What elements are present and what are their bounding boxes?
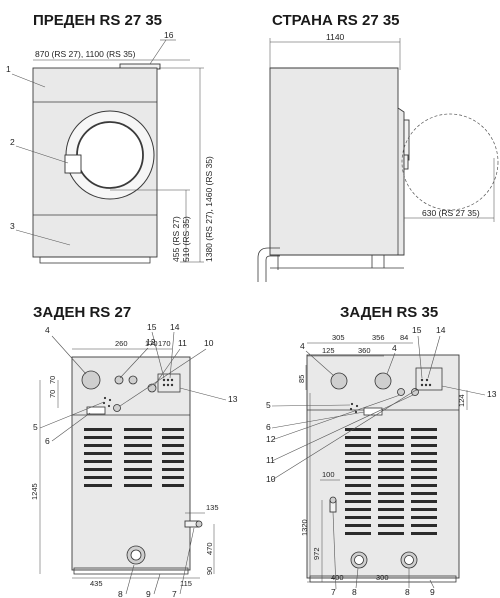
front-base [39, 256, 151, 264]
back35-callout-14: 14 [436, 325, 446, 335]
back27-dim-470: 470 [205, 542, 214, 555]
back35-callout-15: 15 [412, 325, 422, 335]
front-door-glass [76, 121, 144, 189]
back27-body [71, 356, 191, 571]
back35-body [306, 354, 460, 579]
back35-callout-9: 9 [430, 587, 435, 597]
back35-dim-1320: 1320 [300, 519, 309, 536]
back35-callout-10: 10 [266, 474, 276, 484]
back35-callout-5: 5 [266, 400, 271, 410]
back35-dim-972: 972 [312, 547, 321, 560]
back27-callout-15: 15 [147, 322, 157, 332]
back35-dim-84: 84 [400, 333, 408, 342]
back27-dim-170a: 170 [145, 339, 158, 348]
back27-title: ЗАДЕН RS 27 [33, 304, 131, 321]
back27-callout-4: 4 [45, 325, 50, 335]
back27-callout-10: 10 [204, 338, 214, 348]
door-handle [64, 154, 82, 174]
callout-2: 2 [10, 137, 15, 147]
back27-terminal-box [157, 373, 181, 393]
front-view: ПРЕДЕН RS 27 35 870 (RS 27), 1100 (RS 35… [6, 12, 214, 264]
back27-callout-9: 9 [146, 589, 151, 598]
back35-callout-13: 13 [487, 389, 497, 399]
side-door-dim: 630 (RS 27 35) [422, 208, 480, 218]
callout-1: 1 [6, 64, 11, 74]
front-door-dim-b: 510 (RS 35) [181, 216, 191, 262]
back35-vents [345, 428, 437, 535]
back-view-rs27: ЗАДЕН RS 27 [30, 304, 238, 598]
back27-dim-260: 260 [115, 339, 128, 348]
back35-callout-7: 7 [331, 587, 336, 597]
back35-inlet-4b [374, 372, 392, 390]
back27-vents [84, 428, 184, 487]
front-height-dim: 1380 (RS 27), 1460 (RS 35) [204, 156, 214, 262]
callout-3: 3 [10, 221, 15, 231]
back27-callout-14: 14 [170, 322, 180, 332]
back35-dim-300: 300 [376, 573, 389, 582]
back27-dim-70a: 70 [48, 390, 57, 398]
back27-dim-70b: 70 [48, 376, 57, 384]
front-width-dim: 870 (RS 27), 1100 (RS 35) [35, 49, 136, 59]
back27-dim-435: 435 [90, 579, 103, 588]
side-drain-pipe [257, 247, 280, 282]
side-view: СТРАНА RS 27 35 1140 630 (RS 27 35) [257, 12, 499, 282]
back35-callout-6: 6 [266, 422, 271, 432]
back35-dim-124: 124 [457, 394, 466, 407]
side-depth-dim: 1140 [326, 32, 345, 42]
back27-inlet-4 [81, 370, 101, 390]
back27-dim-170b: 170 [158, 339, 171, 348]
back35-inlet-4a [330, 372, 348, 390]
back35-dim-125: 125 [322, 346, 335, 355]
back27-callout-6: 6 [45, 436, 50, 446]
front-view-title: ПРЕДЕН RS 27 35 [33, 12, 162, 29]
back27-callout-11: 11 [178, 338, 187, 348]
back35-callout-8b: 8 [405, 587, 410, 597]
back35-dim-356: 356 [372, 333, 385, 342]
back35-terminal-box [415, 367, 443, 391]
back27-callout-12: 12 [146, 337, 156, 347]
back27-dim-90: 90 [205, 567, 214, 575]
back-view-rs35: ЗАДЕН RS 35 [266, 304, 497, 597]
back35-dim-400: 400 [331, 573, 344, 582]
callout-16: 16 [164, 30, 174, 40]
side-body [269, 67, 405, 256]
back35-title: ЗАДЕН RS 35 [340, 304, 438, 321]
back35-callout-8a: 8 [352, 587, 357, 597]
callout-16-leader [149, 39, 167, 65]
front-door-dim-a: 455 (RS 27) [171, 216, 181, 262]
back35-callout-4b: 4 [392, 343, 397, 353]
door-swing-circle [401, 113, 499, 211]
back35-callout-4a: 4 [300, 341, 305, 351]
back35-callout-11: 11 [266, 455, 275, 465]
back27-callout-5: 5 [33, 422, 38, 432]
back27-callout-13: 13 [228, 394, 238, 404]
back35-callout-12: 12 [266, 434, 276, 444]
back27-dim-135: 135 [206, 503, 219, 512]
back27-callout-8: 8 [118, 589, 123, 598]
side-view-title: СТРАНА RS 27 35 [272, 12, 400, 29]
back35-dim-85: 85 [297, 375, 306, 383]
back35-dim-305: 305 [332, 333, 345, 342]
back27-dim-115: 115 [180, 579, 192, 588]
back35-dim-100: 100 [322, 470, 335, 479]
back27-callout-7: 7 [172, 589, 177, 598]
back35-dim-360: 360 [358, 346, 371, 355]
back27-dim-1245: 1245 [30, 483, 39, 500]
